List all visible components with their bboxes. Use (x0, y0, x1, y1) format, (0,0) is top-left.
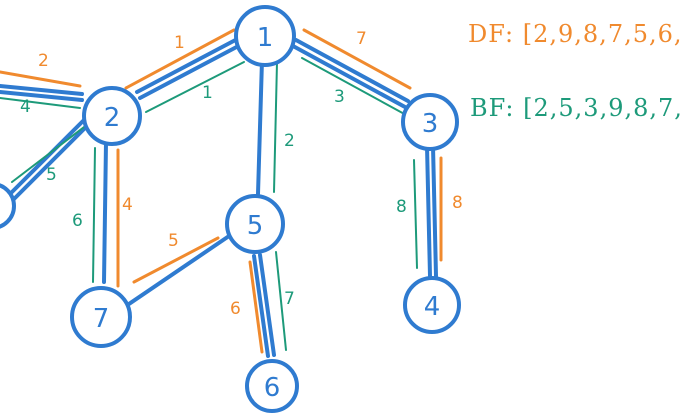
bfs-step-label: 5 (46, 165, 57, 185)
bfs-step-label: 4 (20, 97, 31, 117)
bfs-step-label: 2 (284, 131, 295, 151)
bfs-stroke-2-left (11, 123, 89, 183)
edge-3-4 (425, 144, 432, 278)
bfs-step-label: 7 (284, 289, 295, 309)
node-3: 3 (401, 93, 459, 151)
bfs-annotations: 4 1 3 2 6 7 8 5 (0, 57, 418, 351)
edge-2-1 (138, 40, 248, 100)
node-1: 1 (234, 5, 296, 67)
bfs-stroke-left (0, 97, 81, 109)
bfs-stroke-2-7 (92, 147, 96, 283)
dfs-stroke-5-6 (248, 260, 264, 354)
edge-2-left-bottom (6, 116, 88, 198)
node-4-label: 4 (424, 292, 441, 322)
edge-2-1-b (135, 34, 245, 94)
bfs-sequence-text: BF: [2,5,3,9,8,7, (470, 94, 683, 122)
graph-edges (0, 34, 438, 358)
dfs-step-label: 6 (230, 299, 241, 319)
bfs-stroke-1-2 (145, 61, 245, 113)
graph-nodes: 1 2 3 4 5 6 7 (70, 5, 461, 413)
edge-2-left-top (0, 84, 84, 96)
dfs-stroke-1-3 (302, 28, 412, 90)
partial-node-left (0, 183, 16, 229)
dfs-step-label: 2 (38, 51, 49, 71)
bfs-step-label: 3 (334, 87, 345, 107)
dfs-step-label: 7 (356, 29, 367, 49)
dfs-step-label: 4 (122, 195, 133, 215)
dfs-sequence-text: DF: [2,9,8,7,5,6, (468, 20, 683, 48)
edge-3-4-b (431, 144, 438, 278)
edge-2-left-top-b (0, 90, 84, 102)
node-4: 4 (403, 276, 461, 334)
dfs-step-label: 5 (168, 231, 179, 251)
bfs-step-label: 1 (202, 83, 213, 103)
edge-1-3 (294, 38, 410, 103)
dfs-step-label: 8 (452, 193, 463, 213)
dfs-step-label: 1 (174, 33, 185, 53)
bfs-stroke-3-4 (413, 159, 418, 269)
node-5: 5 (225, 194, 285, 254)
node-2-label: 2 (104, 103, 121, 133)
node-7: 7 (70, 286, 132, 348)
node-3-label: 3 (422, 109, 439, 139)
bfs-stroke-1-3 (301, 57, 409, 117)
dfs-annotations: 2 1 7 4 5 6 8 (0, 28, 463, 354)
node-7-label: 7 (93, 304, 110, 334)
edge-1-3-b (291, 44, 407, 109)
bfs-step-label: 6 (72, 211, 83, 231)
edge-2-left-bottom-b (11, 120, 93, 202)
bfs-step-label: 8 (396, 197, 407, 217)
edge-5-6 (252, 254, 270, 358)
dfs-stroke-2-1 (124, 28, 236, 90)
node-6-label: 6 (264, 373, 281, 403)
node-6: 6 (245, 359, 299, 413)
edge-1-5 (256, 58, 264, 196)
bfs-stroke-1-5 (273, 61, 278, 193)
dfs-stroke-7-5 (132, 236, 220, 284)
edge-5-6-b (258, 253, 276, 357)
bfs-stroke-5-6 (275, 251, 287, 351)
node-2: 2 (82, 86, 142, 146)
edge-7-5 (121, 232, 234, 310)
edge-2-7 (102, 140, 108, 284)
node-5-label: 5 (247, 211, 264, 241)
dfs-stroke-left (0, 70, 82, 88)
node-1-label: 1 (257, 23, 274, 53)
